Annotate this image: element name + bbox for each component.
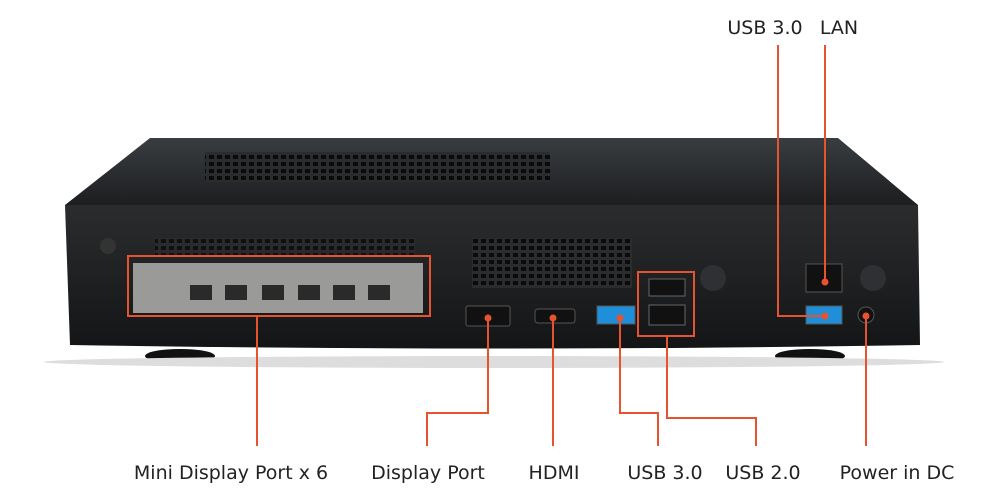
usb2-port-top xyxy=(648,278,686,297)
rear-vent xyxy=(472,238,632,288)
label-hdmi: HDMI xyxy=(528,462,580,484)
label-mini-dp: Mini Display Port x 6 xyxy=(133,462,329,484)
label-usb3-top: USB 3.0 xyxy=(727,17,803,39)
callout-lines xyxy=(127,45,867,446)
label-display-port: Display Port xyxy=(371,462,485,484)
label-lan: LAN xyxy=(819,17,859,39)
usb2-port-bottom xyxy=(648,304,686,326)
top-vent xyxy=(205,152,550,182)
label-usb3: USB 3.0 xyxy=(627,462,703,484)
label-power-dc: Power in DC xyxy=(839,462,955,484)
label-usb2: USB 2.0 xyxy=(725,462,801,484)
usb3-port xyxy=(596,305,636,325)
